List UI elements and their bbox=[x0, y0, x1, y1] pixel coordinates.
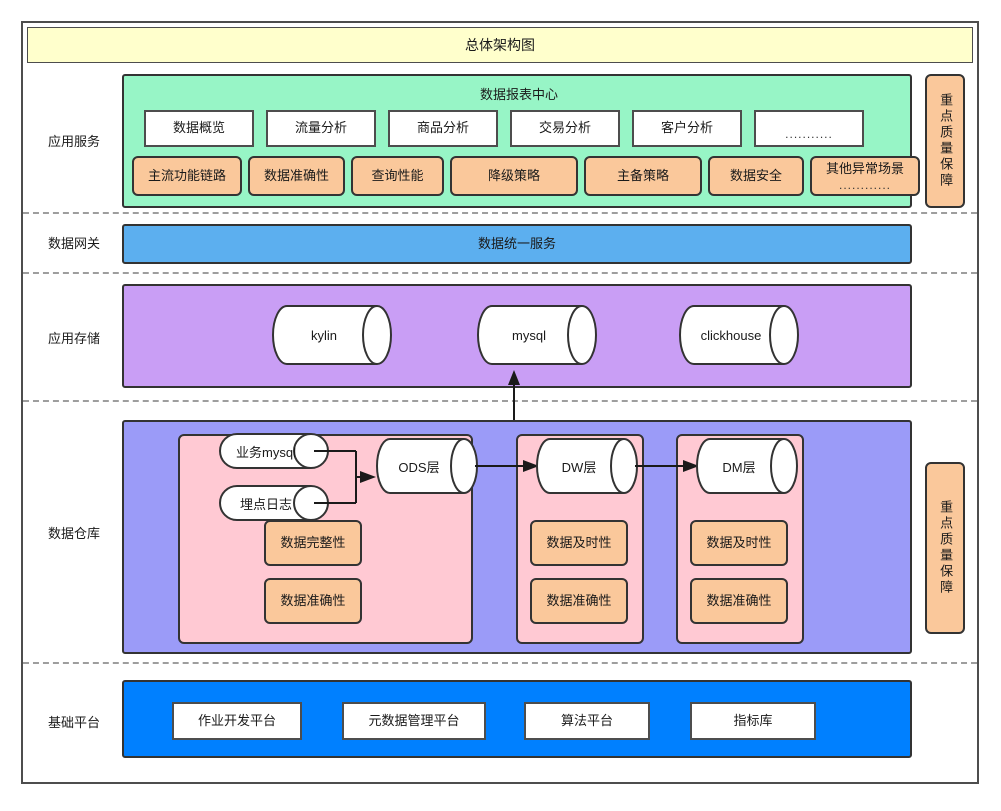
warehouse-cylinder-dw[interactable]: DW层 bbox=[535, 437, 639, 495]
report-box-product-analysis[interactable]: 商品分析 bbox=[388, 110, 498, 147]
quality-chip-query-performance[interactable]: 查询性能 bbox=[351, 156, 444, 196]
storage-cylinder-clickhouse[interactable]: clickhouse bbox=[678, 304, 800, 366]
report-box-customer-analysis[interactable]: 客户分析 bbox=[632, 110, 742, 147]
quality-assurance-sidebar-bottom-label: 重点质量保障 bbox=[938, 500, 954, 596]
quality-chip-data-accuracy[interactable]: 数据准确性 bbox=[248, 156, 345, 196]
band-label-app: 应用服务 bbox=[47, 133, 100, 149]
platform-box-algorithm[interactable]: 算法平台 bbox=[524, 702, 650, 740]
platform-box-metadata-management[interactable]: 元数据管理平台 bbox=[342, 702, 486, 740]
application-services-band: 数据报表中心 数据概览 流量分析 商品分析 交易分析 客户分析 ........… bbox=[122, 74, 920, 208]
report-box-data-overview[interactable]: 数据概览 bbox=[144, 110, 254, 147]
platform-box-job-development[interactable]: 作业开发平台 bbox=[172, 702, 302, 740]
band-label-gateway: 数据网关 bbox=[47, 235, 100, 251]
arrow-sources-to-ods bbox=[314, 450, 376, 504]
dm-check-data-accuracy[interactable]: 数据准确性 bbox=[690, 578, 788, 624]
quality-chip-other-exceptions[interactable]: 其他异常场景 ............ bbox=[810, 156, 920, 196]
arrow-ods-to-dw bbox=[475, 460, 539, 472]
warehouse-cylinder-dm[interactable]: DM层 bbox=[695, 437, 799, 495]
row-separator-app-gateway bbox=[23, 212, 977, 214]
quality-assurance-sidebar-top-label: 重点质量保障 bbox=[938, 93, 954, 189]
report-box-traffic-analysis[interactable]: 流量分析 bbox=[266, 110, 376, 147]
band-label-storage: 应用存储 bbox=[47, 330, 100, 346]
storage-cylinder-kylin[interactable]: kylin bbox=[271, 304, 393, 366]
dw-check-data-accuracy[interactable]: 数据准确性 bbox=[530, 578, 628, 624]
dm-check-data-timeliness[interactable]: 数据及时性 bbox=[690, 520, 788, 566]
quality-assurance-sidebar-top[interactable]: 重点质量保障 bbox=[925, 74, 965, 208]
unified-data-service-label-wrap: 数据统一服务 bbox=[124, 226, 910, 262]
quality-chip-data-security[interactable]: 数据安全 bbox=[708, 156, 804, 196]
quality-chip-other-exceptions-dots: ............ bbox=[838, 178, 891, 193]
quality-chip-main-flow[interactable]: 主流功能链路 bbox=[132, 156, 242, 196]
row-separator-gateway-storage bbox=[23, 272, 977, 274]
data-gateway-band: 数据统一服务 bbox=[122, 224, 912, 264]
diagram-title-bar: 总体架构图 bbox=[27, 27, 973, 63]
quality-chip-degradation-strategy[interactable]: 降级策略 bbox=[450, 156, 578, 196]
ods-check-data-integrity[interactable]: 数据完整性 bbox=[264, 520, 362, 566]
band-label-warehouse: 数据仓库 bbox=[47, 525, 100, 541]
storage-cylinder-mysql[interactable]: mysql bbox=[476, 304, 598, 366]
quality-assurance-sidebar-bottom[interactable]: 重点质量保障 bbox=[925, 462, 965, 634]
row-separator-storage-warehouse bbox=[23, 400, 977, 402]
warehouse-cylinder-ods[interactable]: ODS层 bbox=[375, 437, 479, 495]
ods-check-data-accuracy[interactable]: 数据准确性 bbox=[264, 578, 362, 624]
data-report-center-heading: 数据报表中心 bbox=[479, 86, 558, 102]
quality-chip-active-standby-strategy[interactable]: 主备策略 bbox=[584, 156, 702, 196]
platform-box-metric-library[interactable]: 指标库 bbox=[690, 702, 816, 740]
page-title: 总体架构图 bbox=[465, 37, 535, 53]
arrow-dw-to-dm bbox=[635, 460, 699, 472]
report-box-transaction-analysis[interactable]: 交易分析 bbox=[510, 110, 620, 147]
unified-data-service-label: 数据统一服务 bbox=[477, 235, 556, 251]
base-platform-band: 作业开发平台 元数据管理平台 算法平台 指标库 bbox=[122, 680, 912, 758]
band-label-base: 基础平台 bbox=[47, 714, 100, 730]
report-box-more-dots: ........... bbox=[785, 127, 833, 141]
dw-check-data-timeliness[interactable]: 数据及时性 bbox=[530, 520, 628, 566]
row-separator-warehouse-base bbox=[23, 662, 977, 664]
report-box-more[interactable]: ........... bbox=[754, 110, 864, 147]
